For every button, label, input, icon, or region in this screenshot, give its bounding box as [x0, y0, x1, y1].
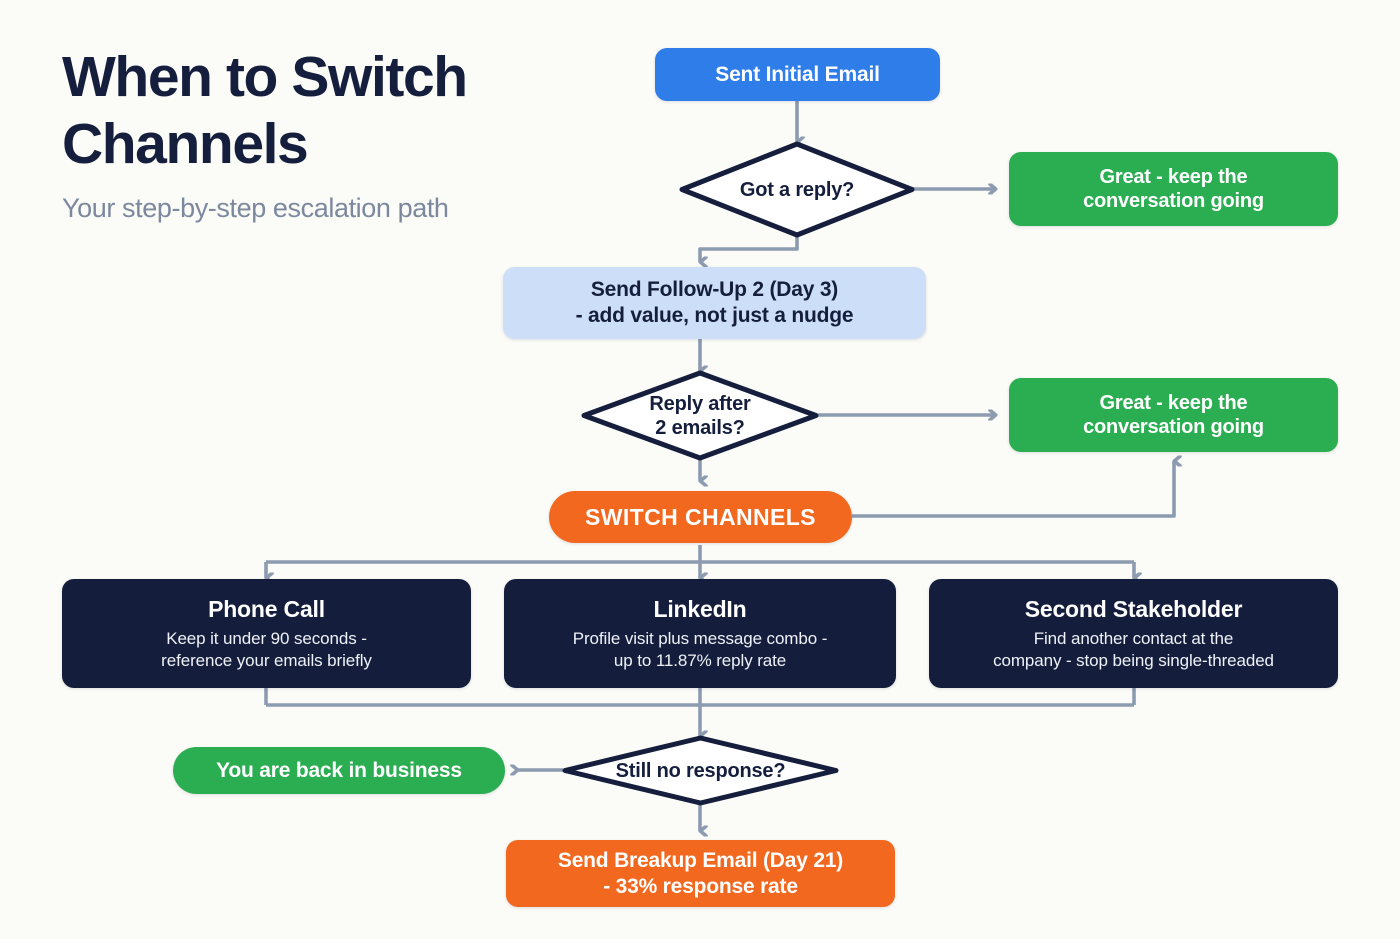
decision-reply2-line-2: 2 emails? — [655, 416, 745, 439]
decision-still-no-response-label: Still no response? — [615, 759, 786, 782]
diamond-shape — [581, 370, 819, 461]
node-result-keep-conversation-2[interactable]: Great - keep the conversation going — [1009, 378, 1338, 452]
node-channel-phone-call[interactable]: Phone Call Keep it under 90 seconds - re… — [62, 579, 471, 688]
result-2-line-2: conversation going — [1083, 416, 1264, 438]
decision-reply-after-2-emails[interactable]: Reply after 2 emails? — [581, 370, 819, 461]
result-1-line-1: Great - keep the — [1099, 165, 1248, 188]
linkedin-line-1: Profile visit plus message combo - — [572, 629, 828, 649]
phone-call-title: Phone Call — [208, 596, 325, 623]
result-1-line-2: conversation going — [1083, 190, 1264, 212]
second-stakeholder-line-2: company - stop being single-threaded — [993, 651, 1274, 671]
node-channel-second-stakeholder[interactable]: Second Stakeholder Find another contact … — [929, 579, 1338, 688]
linkedin-line-2: up to 11.87% reply rate — [613, 651, 787, 671]
back-in-business-label: You are back in business — [216, 758, 462, 782]
page-title: When to Switch Channels — [62, 45, 468, 176]
edge-decision-reply-to-followup — [698, 237, 799, 262]
header: When to Switch Channels Your step-by-ste… — [62, 44, 662, 224]
decision-got-a-reply-label: Got a reply? — [739, 178, 855, 201]
diamond-shape — [562, 735, 839, 806]
follow-up-line-2: - add value, not just a nudge — [575, 304, 854, 327]
node-result-keep-conversation-1[interactable]: Great - keep the conversation going — [1009, 152, 1338, 226]
node-switch-channels[interactable]: SWITCH CHANNELS — [549, 491, 852, 543]
node-sent-initial-email-label: Sent Initial Email — [715, 62, 880, 86]
decision-got-a-reply[interactable]: Got a reply? — [679, 141, 915, 238]
linkedin-title: LinkedIn — [653, 596, 747, 623]
node-channel-linkedin[interactable]: LinkedIn Profile visit plus message comb… — [504, 579, 896, 688]
second-stakeholder-title: Second Stakeholder — [1024, 596, 1243, 623]
follow-up-line-1: Send Follow-Up 2 (Day 3) — [590, 278, 839, 302]
decision-still-no-response[interactable]: Still no response? — [562, 735, 839, 806]
second-stakeholder-line-1: Find another contact at the — [1033, 629, 1234, 649]
decision-reply-after-2-emails-label: Reply after 2 emails? — [649, 392, 750, 440]
phone-call-line-1: Keep it under 90 seconds - — [166, 629, 367, 649]
result-2-line-1: Great - keep the — [1099, 391, 1248, 414]
decision-reply2-line-1: Reply after — [649, 392, 751, 415]
breakup-line-1: Send Breakup Email (Day 21) — [557, 848, 844, 872]
breakup-line-2: - 33% response rate — [603, 874, 798, 898]
edge-switch-to-result-yes — [852, 461, 1174, 518]
node-back-in-business[interactable]: You are back in business — [173, 747, 505, 794]
node-send-follow-up-2[interactable]: Send Follow-Up 2 (Day 3) - add value, no… — [503, 267, 926, 339]
diamond-shape — [679, 141, 915, 238]
phone-call-line-2: reference your emails briefly — [161, 651, 372, 671]
page-subtitle: Your step-by-step escalation path — [62, 193, 449, 224]
node-sent-initial-email[interactable]: Sent Initial Email — [655, 48, 940, 101]
node-send-breakup-email[interactable]: Send Breakup Email (Day 21) - 33% respon… — [506, 840, 895, 907]
switch-channels-label: SWITCH CHANNELS — [585, 503, 816, 530]
